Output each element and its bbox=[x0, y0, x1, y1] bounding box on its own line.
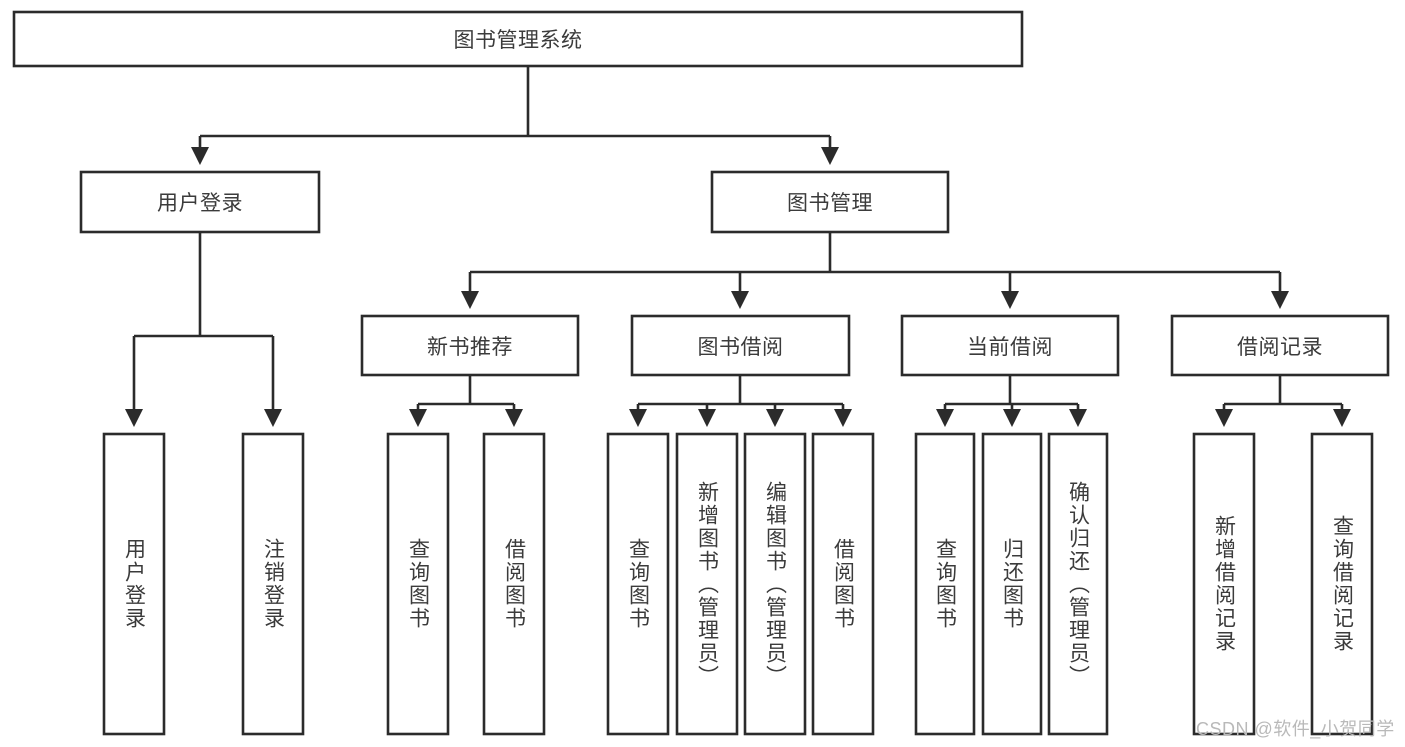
connector-currentborrow-to-leaves bbox=[935, 375, 1088, 428]
connector-bookmgmt-to-level3 bbox=[460, 232, 1290, 310]
connector-borrowrecord-to-leaves bbox=[1214, 375, 1352, 428]
watermark-text: CSDN @软件_小贺同学 bbox=[1196, 719, 1395, 739]
node-box-new-book-recommend[interactable] bbox=[360, 314, 580, 377]
root-node-box[interactable] bbox=[12, 10, 1024, 68]
node-box-user-login[interactable] bbox=[79, 170, 321, 234]
connector-newbook-to-leaves bbox=[408, 375, 524, 428]
node-box-borrow-record[interactable] bbox=[1170, 314, 1390, 377]
node-box-book-borrow[interactable] bbox=[630, 314, 851, 377]
leaf-box-group[interactable] bbox=[102, 432, 1374, 736]
connector-bookborrow-to-leaves bbox=[628, 375, 853, 428]
node-box-book-management[interactable] bbox=[710, 170, 950, 234]
connector-userlogin-to-leaves bbox=[124, 232, 283, 428]
connector-root-to-level2 bbox=[190, 66, 840, 166]
node-box-current-borrow[interactable] bbox=[900, 314, 1120, 377]
